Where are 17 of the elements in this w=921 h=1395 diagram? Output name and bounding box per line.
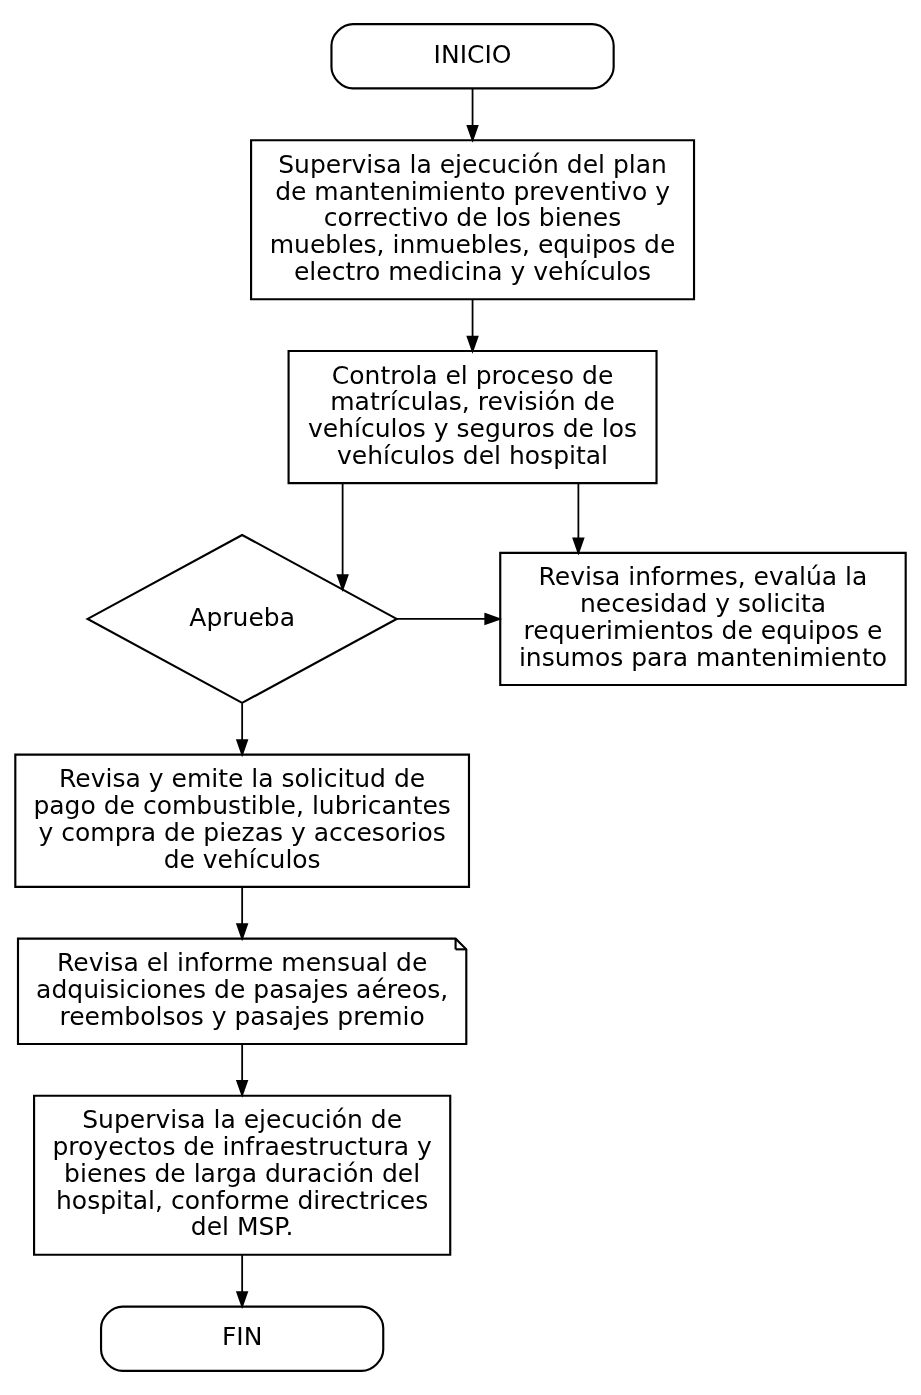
node-box: FIN: [100, 1305, 385, 1372]
node-box: INICIO: [330, 23, 615, 90]
node-box: Supervisa la ejecución de proyectos de infraestructura y bienes de larga duración del hospital, conforme directrices del MSP.: [33, 1094, 452, 1256]
arrow: [235, 886, 249, 942]
arrow: [336, 482, 349, 593]
arrow: [572, 482, 585, 556]
arrow: [235, 1043, 249, 1098]
arrow: [235, 1254, 249, 1310]
node-box: Controla el proceso de matrículas, revisión de vehículos y seguros de los vehículos del hospital: [287, 349, 658, 485]
node-box: Revisa informes, evalúa la necesidad y solicita requerimientos de equipos e insumos para mantenimiento: [499, 551, 907, 687]
arrow: [466, 87, 479, 143]
node-box: Supervisa la ejecución del plan de mantenimiento preventivo y correctivo de los bienes muebles, inmuebles, equipos de electro medicina y vehículos: [250, 139, 696, 301]
arrow: [466, 298, 479, 354]
node-box: Revisa y emite la solicitud de pago de combustible, lubricantes y compra de piezas y accesorios de vehículos: [14, 753, 471, 888]
arrow: [235, 702, 249, 758]
arrow: [396, 612, 503, 626]
node-diamond: Aprueba: [85, 533, 399, 705]
